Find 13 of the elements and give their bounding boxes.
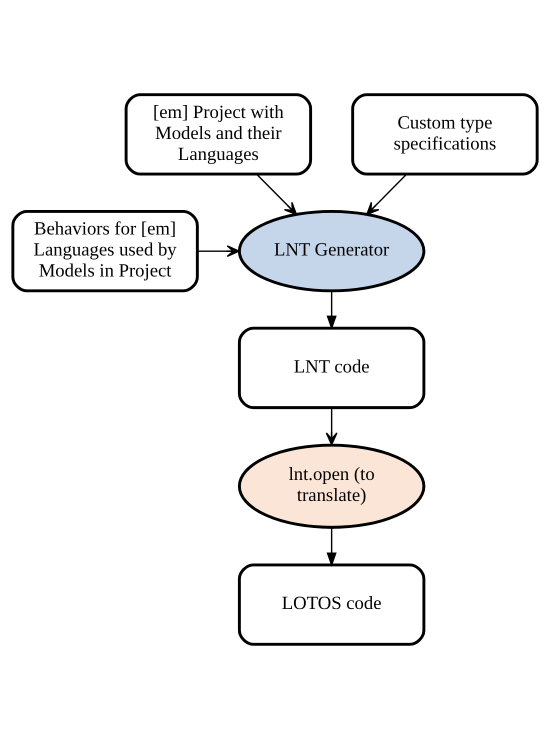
node-box: LNT code (238, 326, 426, 409)
node-box: Custom type specifications (351, 92, 539, 176)
node-box: Behaviors for [em] Languages used by Models in Project (11, 209, 199, 292)
arrow (326, 290, 337, 330)
node-box: LOTOS code (238, 562, 426, 646)
node-ellipse: LNT Generator (238, 209, 426, 292)
arrow (326, 527, 337, 566)
arrow (366, 173, 408, 215)
arrow (198, 244, 240, 257)
node-ellipse: lnt.open (to translate) (238, 443, 426, 528)
node-box: [em] Project with Models and their Languages (124, 92, 312, 176)
arrow (256, 173, 298, 215)
arrow (326, 407, 338, 445)
